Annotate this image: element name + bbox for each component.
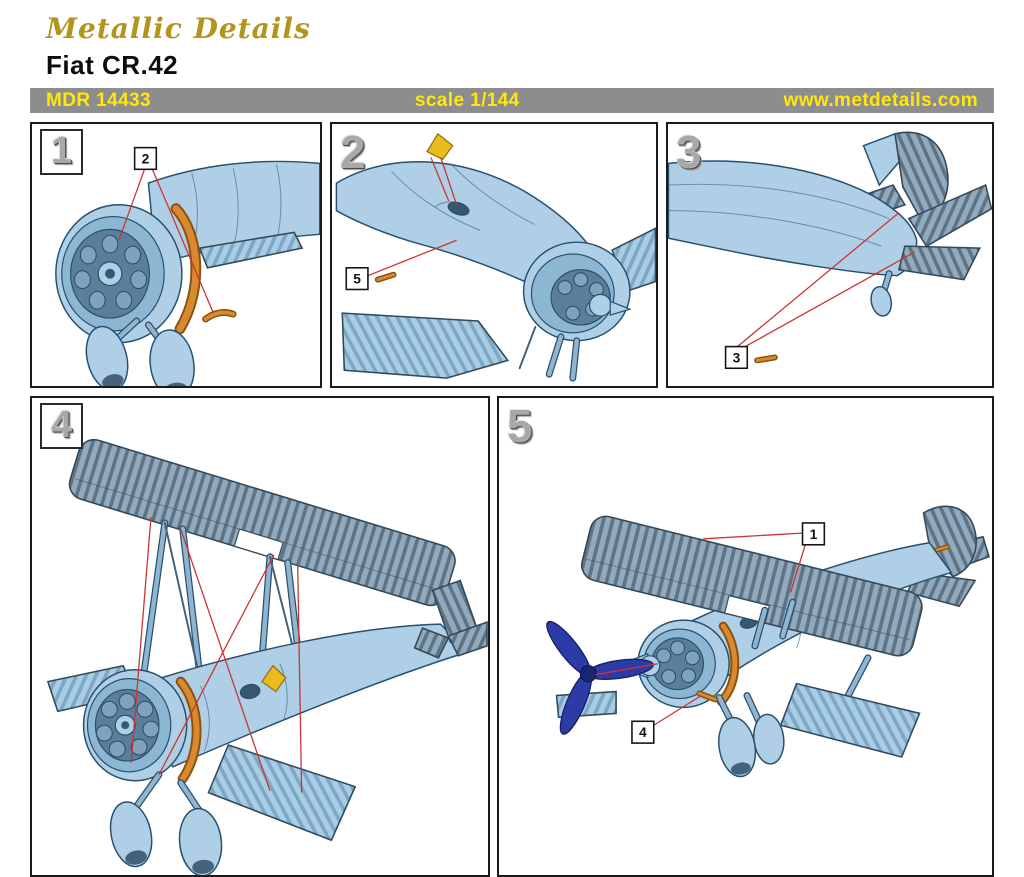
callout-5: 5 [345, 267, 369, 291]
landing-gear [85, 317, 195, 386]
top-wing [581, 515, 923, 657]
kit-scale: scale 1/144 [414, 89, 520, 111]
panel-number: 1 [40, 129, 84, 175]
landing-gear [518, 325, 581, 382]
part-5-etched [374, 271, 397, 283]
exhaust-ring-part [175, 676, 202, 784]
step-panel-5: 5 [497, 396, 994, 877]
exhaust-ring-part [170, 203, 202, 335]
leader-lines [130, 516, 303, 793]
callout-4: 4 [631, 720, 655, 744]
callout-label: 4 [639, 724, 647, 740]
leader-lines [367, 157, 458, 277]
landing-gear [109, 771, 223, 875]
leader-lines [595, 532, 808, 726]
elevator [897, 245, 981, 281]
engine-cowling [614, 619, 730, 709]
panel-number: 5 [507, 400, 533, 452]
wheel-spat [85, 325, 129, 386]
panel-number: 2 [340, 126, 366, 178]
rear-fuselage [668, 160, 918, 277]
leader-lines [118, 169, 215, 314]
panel-number: 3 [676, 126, 702, 178]
info-bar: MDR 14433 scale 1/144 www.metdetails.com [30, 88, 994, 113]
top-wing [68, 438, 456, 607]
part-headrest [261, 664, 287, 693]
callout-label: 1 [810, 526, 818, 542]
callout-label: 5 [353, 272, 361, 287]
callout-label: 2 [142, 151, 150, 166]
website-link[interactable]: www.metdetails.com [783, 89, 978, 111]
tail-wheel [870, 270, 893, 317]
step5-illustration: 1 4 [546, 505, 990, 778]
engine-cowling [522, 241, 632, 342]
engine-cowling [82, 668, 188, 782]
kit-code: MDR 14433 [46, 89, 151, 111]
brand-logo: Metallic Details [46, 12, 311, 45]
callout-1: 1 [801, 522, 826, 546]
step-panel-4: 4 [30, 396, 490, 877]
step-panel-2: 2 [330, 122, 658, 388]
callout-3: 3 [724, 345, 749, 370]
wheel-spat [149, 329, 195, 386]
lower-wing-stub [198, 231, 304, 269]
step-panel-3: 3 [666, 122, 994, 388]
step1-illustration: 2 [55, 146, 320, 386]
propeller [546, 620, 654, 735]
step2-illustration: 5 [335, 132, 656, 382]
interplane-struts [751, 598, 872, 699]
landing-gear [715, 692, 785, 778]
right-stabilizer [907, 183, 992, 248]
part-headrest [426, 132, 454, 161]
callout-label: 3 [733, 350, 741, 365]
engine-cowling [55, 204, 183, 344]
exhaust-ring-part [716, 621, 740, 706]
part-4-etched [696, 690, 719, 703]
part-2-etched [202, 309, 237, 323]
product-title: Fiat CR.42 [46, 50, 179, 80]
step3-illustration: 3 [668, 131, 992, 370]
near-lower-wing [207, 744, 357, 842]
left-lower-wing [341, 312, 510, 379]
near-lower-wing [779, 682, 921, 758]
panel-number: 4 [40, 403, 84, 449]
tail [413, 579, 488, 659]
step-panel-1: 1 [30, 122, 322, 388]
step4-illustration [46, 438, 488, 875]
part-3-etched [754, 354, 778, 364]
leader-lines [737, 212, 916, 348]
callout-2: 2 [133, 146, 158, 171]
